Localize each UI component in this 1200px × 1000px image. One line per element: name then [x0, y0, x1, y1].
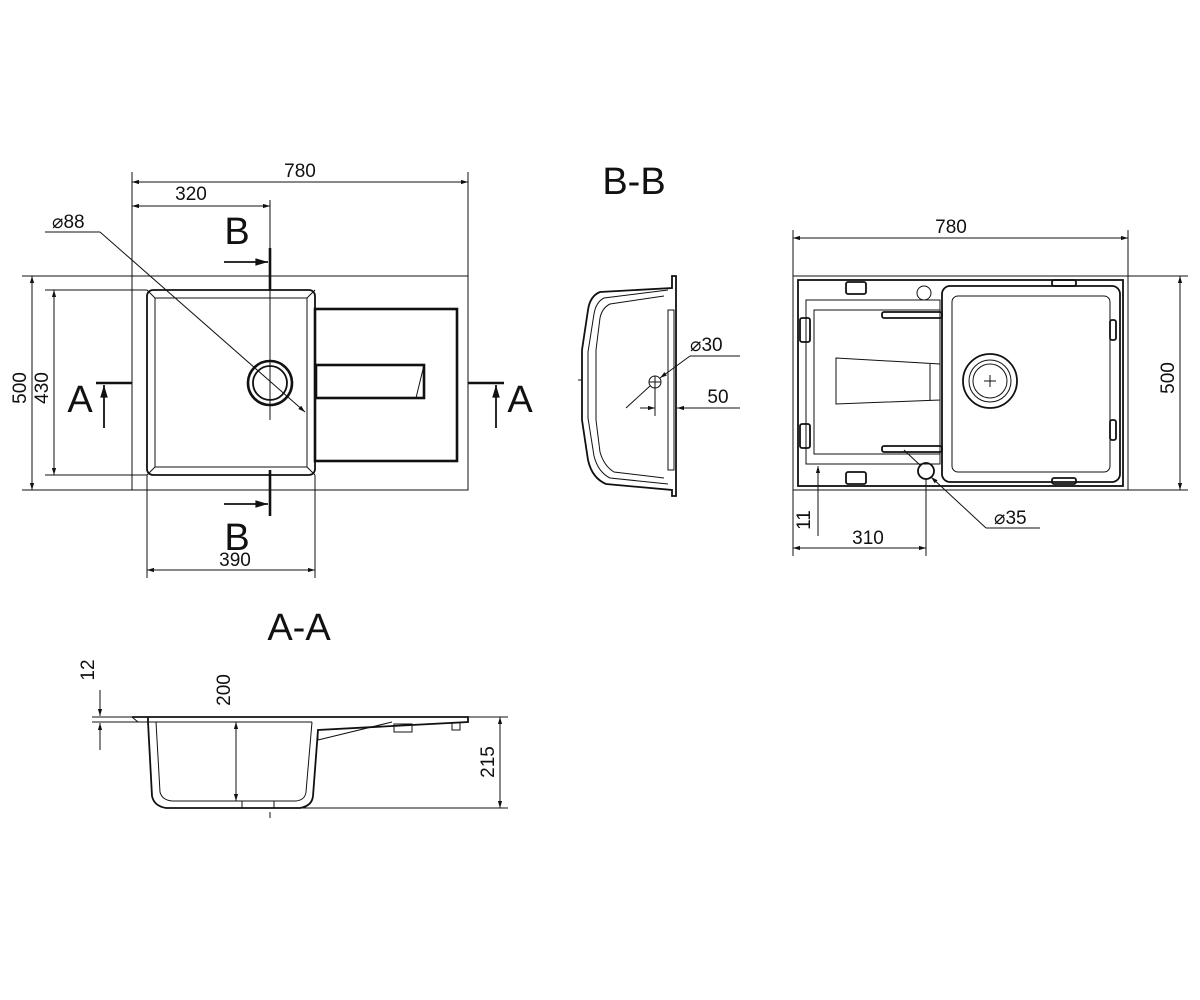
section-bb: B-B ⌀30 50: [578, 161, 740, 497]
bottom-outline: [792, 275, 1129, 491]
section-aa-title: A-A: [267, 607, 331, 649]
dim-bowl-width: 390: [219, 550, 251, 571]
bottom-bowl: [941, 285, 1121, 483]
dim-depth: 200: [214, 674, 235, 706]
dim-overflow-offset: 50: [707, 387, 728, 408]
cut-label-a-left: A: [67, 379, 93, 421]
dim-bowl-center: 320: [175, 184, 207, 205]
dim-total-depth: 215: [478, 746, 499, 778]
dim-height-top: 500: [10, 372, 31, 404]
bottom-view: 780 500 11 310 ⌀35: [792, 217, 1188, 556]
dim-height-bottom: 500: [1158, 362, 1179, 394]
dim-bowl-height: 430: [32, 372, 53, 404]
dim-hole-pos: 310: [852, 528, 884, 549]
cut-label-a-right: A: [507, 379, 533, 421]
drainer-outline: [313, 307, 459, 463]
dim-edge: 11: [794, 510, 815, 530]
bottom-drain: [962, 353, 1018, 409]
section-bb-title: B-B: [602, 161, 665, 203]
section-aa-profile: [132, 716, 469, 809]
dim-tap-hole-diameter: ⌀35: [994, 508, 1027, 529]
dim-rim: 12: [78, 659, 99, 680]
section-aa: A-A 12 200 215: [78, 607, 508, 818]
section-bb-profile: [581, 275, 677, 497]
dim-drain-diameter: ⌀88: [52, 212, 85, 233]
dim-overflow-diameter: ⌀30: [690, 335, 723, 356]
cut-label-b-top: B: [224, 211, 249, 253]
top-view: 780 320 ⌀88 500 430 390 B B A: [10, 161, 533, 578]
dim-width-top: 780: [284, 161, 316, 182]
bowl-outline: [146, 289, 316, 476]
cut-label-b-bottom: B: [224, 517, 249, 559]
dim-width-bottom: 780: [935, 217, 967, 238]
